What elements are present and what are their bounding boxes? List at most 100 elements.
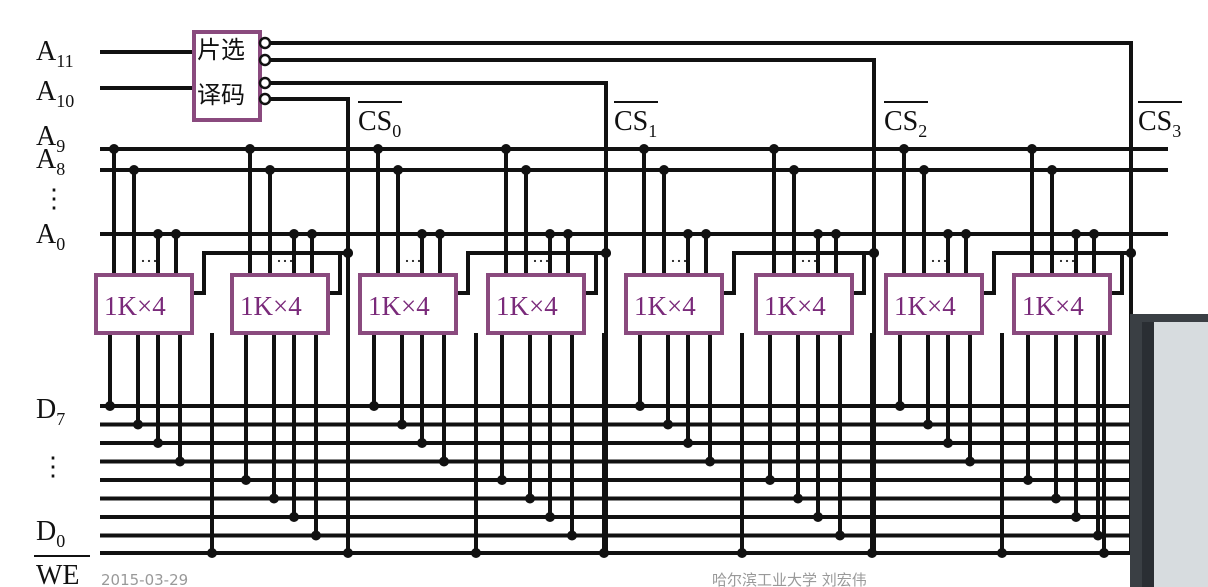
- junction-dot: [265, 165, 275, 175]
- junction-dot: [867, 548, 877, 558]
- decoder-output-bubble: [258, 92, 272, 106]
- junction-dot: [601, 248, 611, 258]
- junction-dot: [961, 229, 971, 239]
- junction-dot: [153, 438, 163, 448]
- chip-cs-link: [1110, 251, 1131, 295]
- junction-dot: [789, 165, 799, 175]
- decoder-label-line1: 片选: [197, 36, 245, 64]
- memory-chips: 1K×4···1K×4···1K×4···1K×4···1K×4···1K×4·…: [94, 251, 1112, 335]
- junction-dot: [369, 401, 379, 411]
- junction-dot: [1089, 229, 1099, 239]
- chip-address-dots: ···: [532, 251, 550, 271]
- junction-dot: [307, 229, 317, 239]
- chip-body: [884, 273, 984, 335]
- junction-dot: [1071, 512, 1081, 522]
- chip-body: [358, 273, 458, 335]
- junction-dot: [435, 229, 445, 239]
- chip-cs-link: [852, 251, 874, 295]
- junction-dot: [813, 229, 823, 239]
- memory-chip-1kx4: 1K×4···: [1012, 251, 1112, 335]
- memory-chip-1kx4: 1K×4···: [486, 251, 586, 335]
- chip-address-dots: ···: [1058, 251, 1076, 271]
- cs-label-text: CS2: [884, 106, 927, 141]
- junction-dot: [311, 530, 321, 541]
- junction-dot: [965, 456, 975, 467]
- junction-dot: [129, 165, 139, 175]
- junction-dot: [241, 475, 251, 485]
- junction-dot: [1099, 548, 1109, 558]
- junction-dot: [793, 493, 803, 504]
- junction-dot: [1126, 248, 1136, 258]
- chip-label: 1K×4: [104, 291, 166, 321]
- memory-chip-1kx4: 1K×4 ···: [624, 251, 724, 335]
- cs-label: CS0: [358, 101, 402, 141]
- chip-cs-link: [328, 251, 348, 295]
- junction-dots: [105, 144, 1136, 558]
- junction-dot: [639, 144, 649, 154]
- chip-cs-link: [584, 251, 606, 295]
- junction-dot: [701, 229, 711, 239]
- chip-address-dots: ···: [404, 251, 422, 271]
- chip-body: [486, 273, 586, 335]
- junction-dot: [171, 229, 181, 239]
- junction-dot: [289, 512, 299, 522]
- we-label: WE: [36, 560, 80, 587]
- addr-label-a0: A0: [36, 219, 65, 254]
- junction-dot: [207, 548, 217, 558]
- junction-dot: [397, 419, 407, 430]
- junction-dot: [683, 438, 693, 448]
- junction-dot: [1023, 475, 1033, 485]
- junction-dot: [813, 512, 823, 522]
- junction-dot: [545, 512, 555, 522]
- chip-label: 1K×4: [368, 291, 430, 321]
- junction-dot: [269, 493, 279, 504]
- junction-dot: [663, 419, 673, 430]
- junction-dot: [1047, 165, 1057, 175]
- chip-body: [754, 273, 854, 335]
- junction-dot: [133, 419, 143, 430]
- junction-dot: [635, 401, 645, 411]
- junction-dot: [943, 229, 953, 239]
- data-vdots: ⋮: [40, 452, 66, 481]
- chip-address-dots: ···: [800, 251, 818, 271]
- junction-dot: [899, 144, 909, 154]
- junction-dot: [343, 548, 353, 558]
- junction-dot: [417, 229, 427, 239]
- data-label-d7: D7: [36, 394, 65, 429]
- memory-chip-1kx4: 1K×4···: [754, 251, 854, 335]
- junction-dot: [919, 165, 929, 175]
- junction-dot: [705, 456, 715, 467]
- chip-label: 1K×4: [634, 291, 696, 321]
- chip-cs-link: [456, 251, 606, 295]
- cs-label: CS2: [884, 101, 928, 141]
- junction-dot: [1051, 493, 1061, 504]
- chip-body: [94, 273, 194, 335]
- junction-dot: [393, 165, 403, 175]
- junction-dot: [471, 548, 481, 558]
- chip-body: [230, 273, 330, 335]
- chip-address-dots: ···: [930, 251, 948, 271]
- junction-dot: [501, 144, 511, 154]
- chip-select-decoder: 片选 译码: [192, 30, 272, 122]
- decoder-output-bubble: [258, 76, 272, 90]
- junction-dot: [923, 419, 933, 430]
- lecturer-video-overlay: [1130, 314, 1208, 587]
- video-window-frame: [1142, 322, 1154, 587]
- cs-label: CS3: [1138, 101, 1182, 141]
- junction-dot: [497, 475, 507, 485]
- junction-dot: [109, 144, 119, 154]
- junction-dot: [343, 248, 353, 258]
- junction-dot: [545, 229, 555, 239]
- footer-date: 2015-03-29: [101, 571, 188, 587]
- chip-address-dots: ···: [670, 251, 688, 271]
- decoder-output-bubble: [258, 53, 272, 67]
- junction-dot: [997, 548, 1007, 558]
- junction-dot: [769, 144, 779, 154]
- junction-dot: [373, 144, 383, 154]
- junction-dot: [567, 530, 577, 541]
- junction-dot: [417, 438, 427, 448]
- junction-dot: [245, 144, 255, 154]
- cs-label: CS1: [614, 101, 658, 141]
- junction-dot: [869, 248, 879, 258]
